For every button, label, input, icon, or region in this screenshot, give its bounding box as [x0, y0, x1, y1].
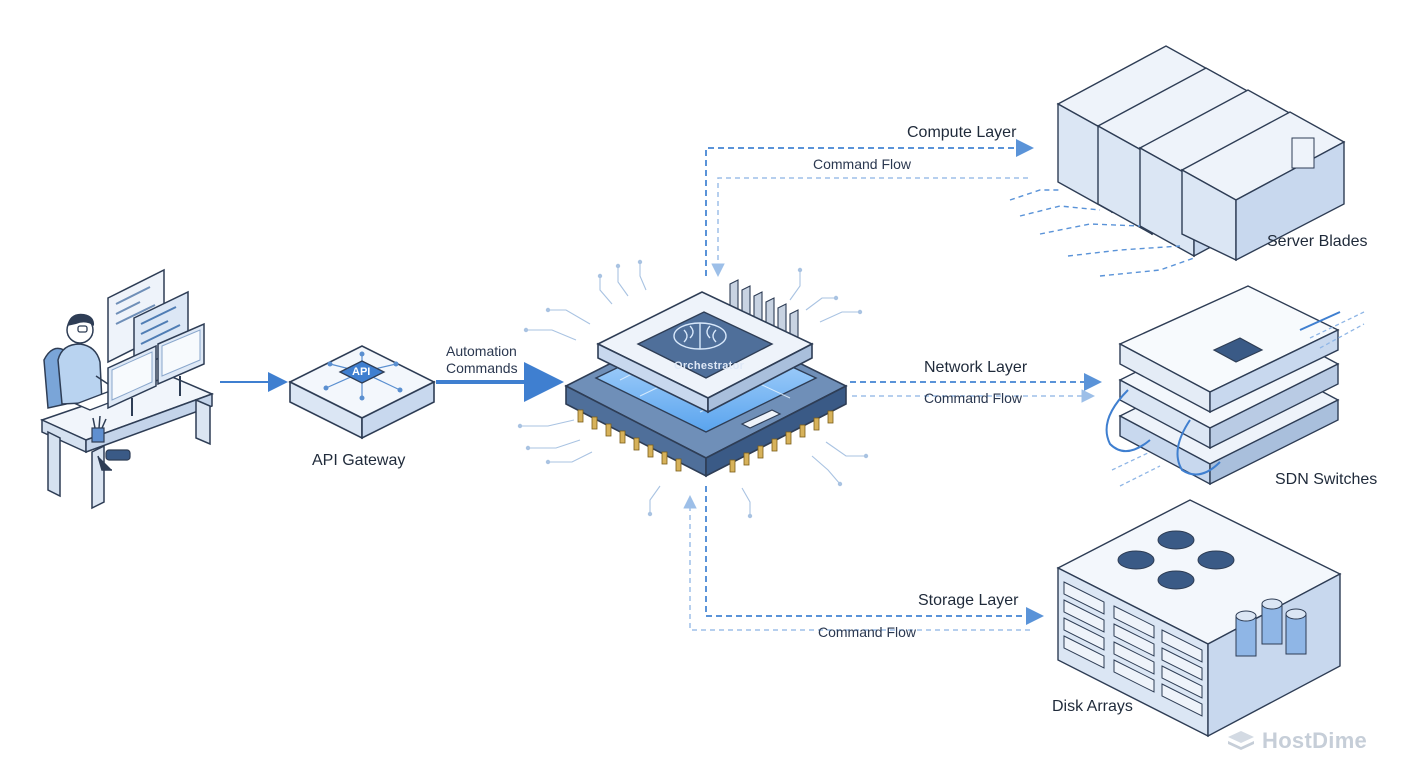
server-blades [1009, 45, 1346, 277]
switch-cables [1105, 311, 1341, 476]
sdn-switches-label: SDN Switches [1275, 471, 1378, 488]
automation-label-line1: Automation [446, 343, 517, 359]
hostdime-watermark: HostDime [1226, 728, 1367, 754]
disk-arrays-label: Disk Arrays [1052, 698, 1133, 715]
arrow-storage-layer [705, 486, 1044, 625]
compute-command-flow-label: Command Flow [813, 156, 912, 172]
circuit-traces [520, 262, 866, 516]
arrow-compute-return [711, 177, 1028, 277]
brain-icon [673, 322, 727, 350]
developer-person [57, 313, 131, 471]
arrow-storage-return [683, 495, 1030, 631]
sdn-switches [1105, 285, 1365, 487]
watermark-text: HostDime [1262, 728, 1368, 753]
arrow-compute-layer [705, 139, 1034, 276]
compute-layer-label: Compute Layer [907, 124, 1017, 141]
user-workstation [39, 268, 215, 510]
server-cables [1009, 189, 1195, 277]
network-layer-label: Network Layer [924, 359, 1028, 376]
monitor-right [157, 322, 205, 396]
monitor-left [107, 344, 157, 416]
storage-layer-label: Storage Layer [918, 592, 1019, 609]
server-blades-label: Server Blades [1267, 233, 1368, 250]
pen-cup [91, 415, 107, 443]
api-chip [338, 360, 386, 384]
chip-connector [740, 409, 782, 429]
orchestrator-chip-text: Orchestrator [674, 360, 745, 372]
chip-pins-left [577, 409, 682, 472]
automation-label-line2: Commands [446, 360, 518, 376]
switch-chip-icon [1212, 337, 1264, 363]
disk-arrays [1056, 499, 1342, 738]
drive-bays [1063, 581, 1203, 717]
server-blade [1180, 111, 1346, 262]
storage-cylinders [1235, 598, 1307, 657]
storage-command-flow-label: Command Flow [818, 624, 917, 640]
api-chip-text: API [352, 366, 371, 378]
network-command-flow-label: Command Flow [924, 390, 1023, 406]
hostdime-logo-icon [1228, 731, 1254, 750]
hard-disk-icon [1117, 530, 1235, 590]
switch-unit [1118, 285, 1340, 414]
api-gateway-node [288, 345, 436, 440]
orchestrator-chip [517, 259, 869, 519]
api-gateway-label: API Gateway [312, 452, 406, 469]
chip-pins-right [729, 410, 834, 473]
automation-commands-label: Automation Commands [446, 343, 518, 377]
